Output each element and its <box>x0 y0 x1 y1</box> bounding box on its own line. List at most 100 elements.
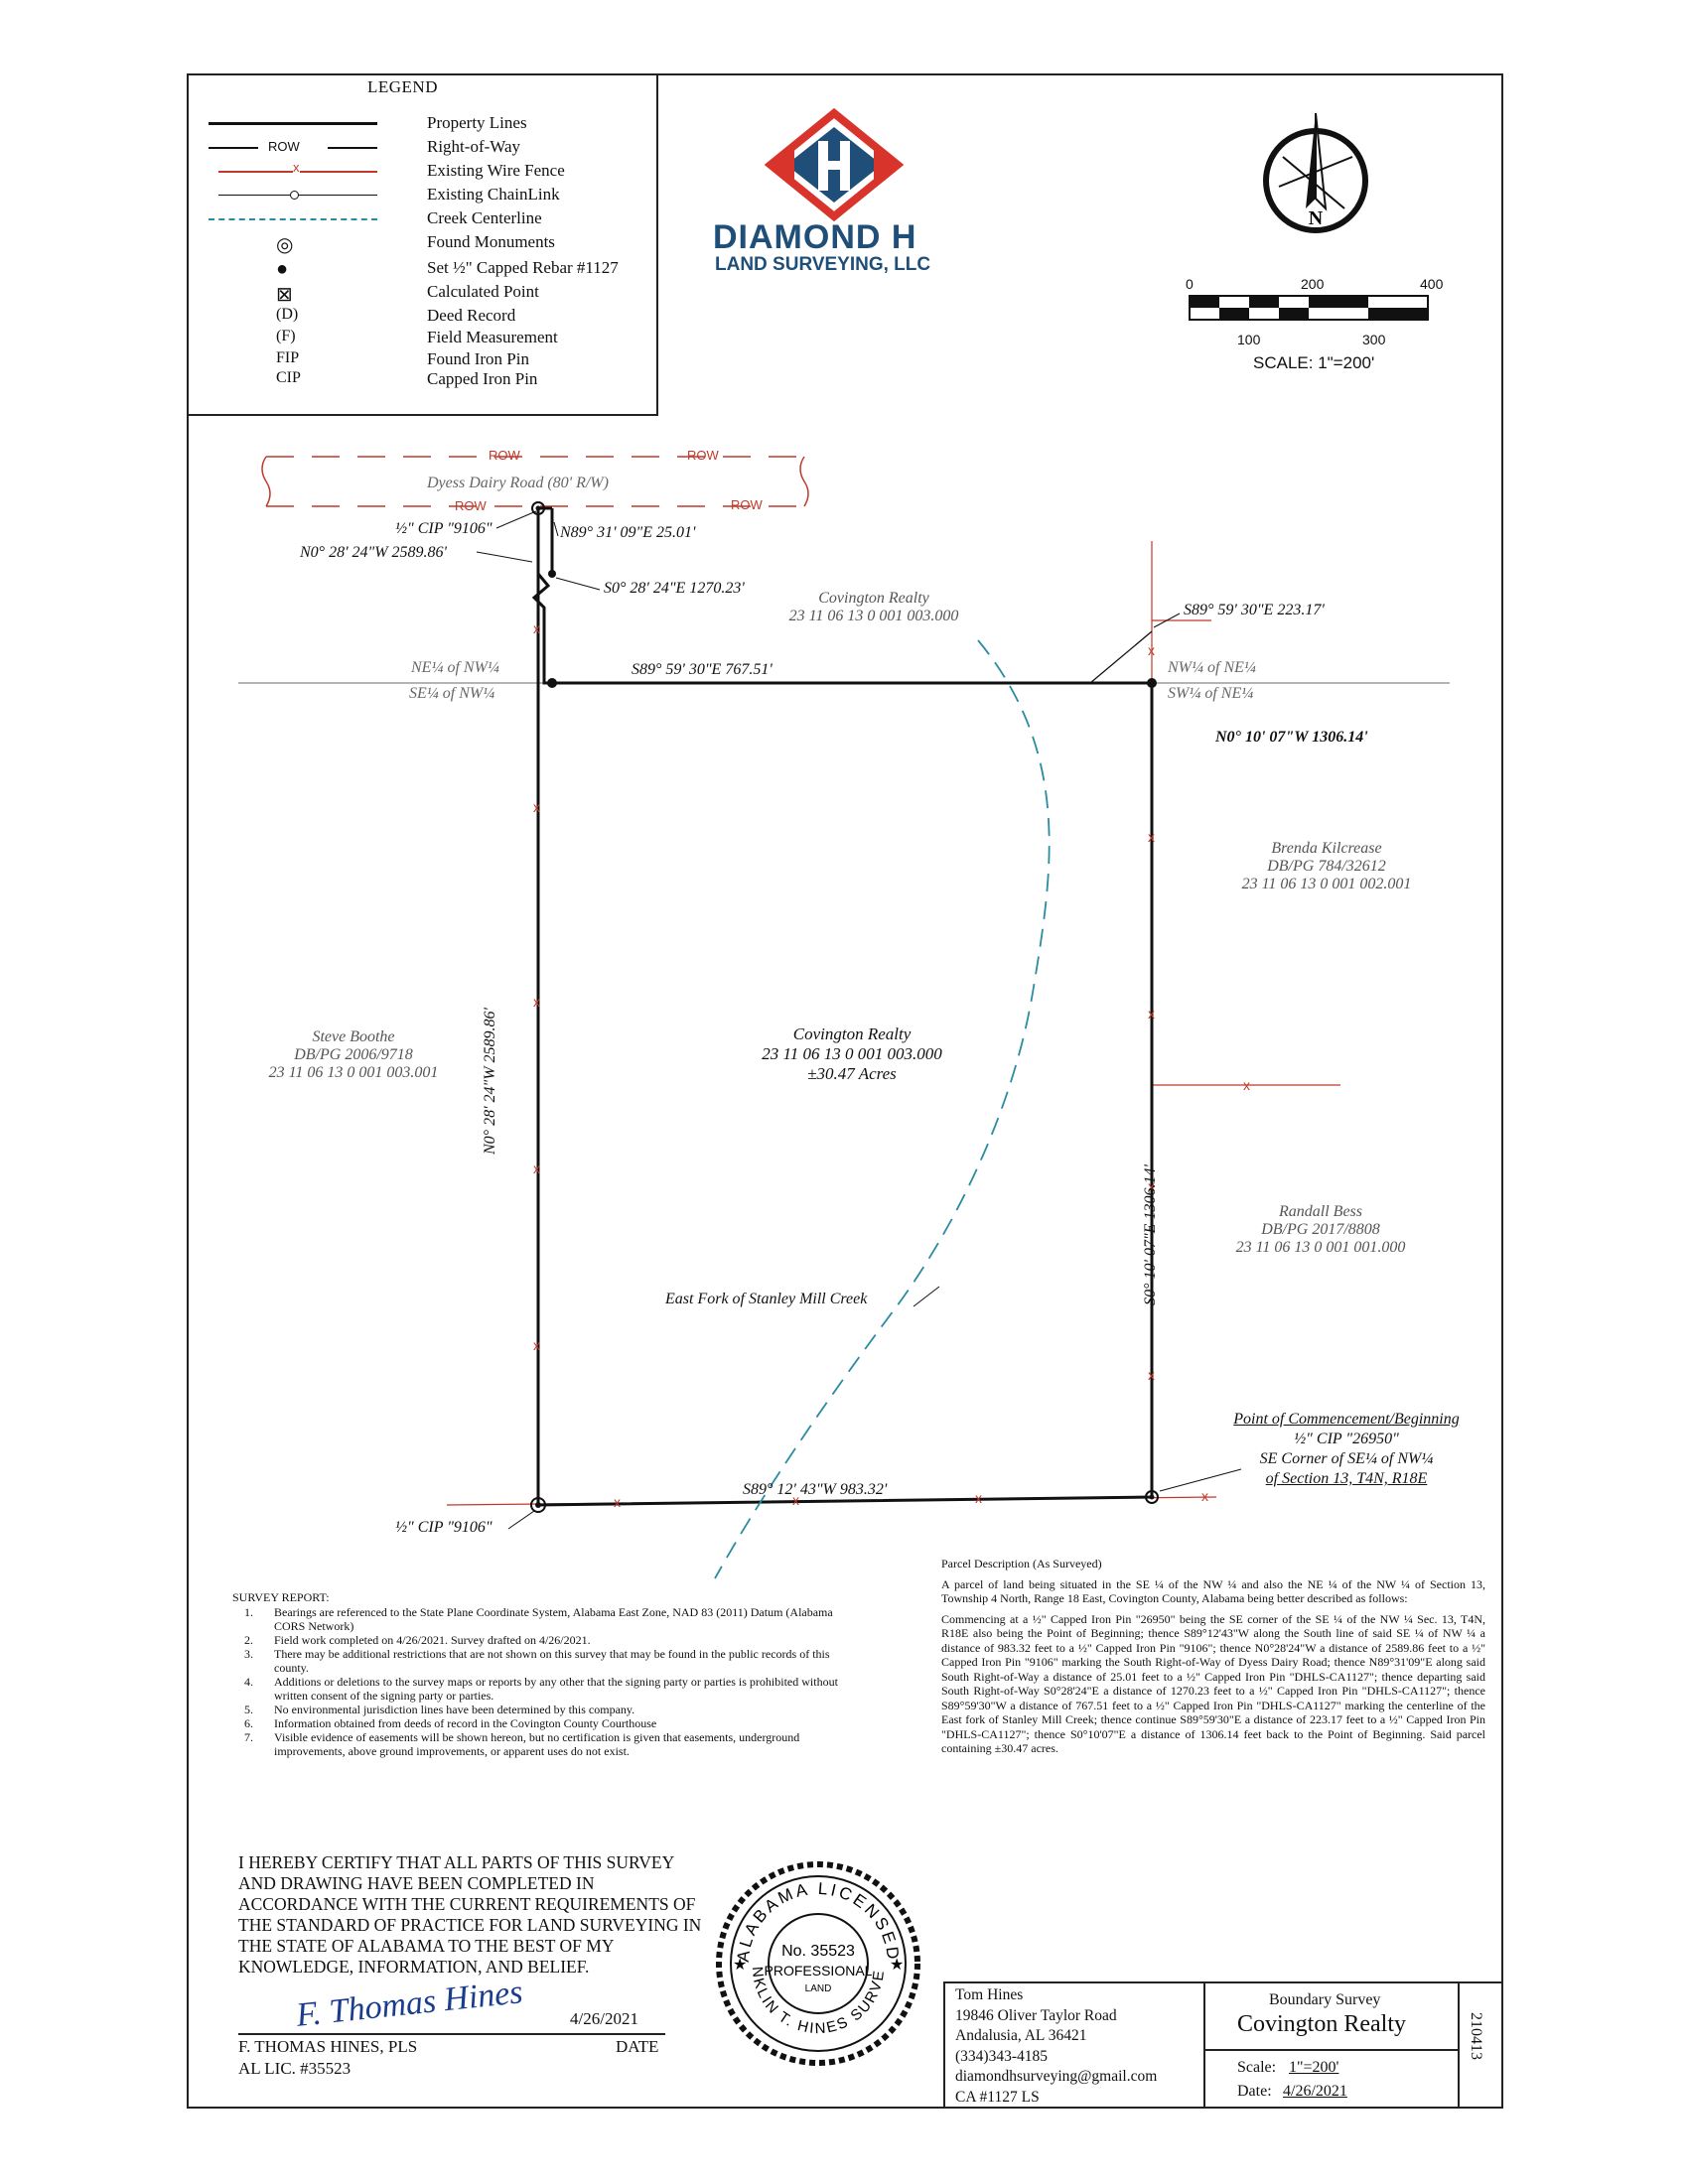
date-field-label: Date: <box>1237 2083 1272 2100</box>
call-row-short: N89° 31' 09"E 25.01' <box>560 524 696 541</box>
date-label: DATE <box>616 2037 659 2056</box>
call-east-side: S0° 10' 07"E 1306.14' <box>1141 1164 1159 1305</box>
svg-text:x: x <box>1201 1488 1208 1504</box>
svg-text:★: ★ <box>733 1957 747 1974</box>
call-east-upper: N0° 10' 07"W 1306.14' <box>1215 729 1368 746</box>
legend-symbol: ⊠ <box>209 280 387 306</box>
contact-phone: (334)343-4185 <box>955 2047 1048 2065</box>
survey-report-item-number: 7. <box>244 1730 253 1744</box>
road-name: Dyess Dairy Road (80' R/W) <box>427 475 609 491</box>
legend-symbol-text: (F) <box>276 328 296 344</box>
legend-label: Found Iron Pin <box>427 349 529 368</box>
survey-report-item-number: 6. <box>244 1716 253 1730</box>
parcel-description-title: Parcel Description (As Surveyed) <box>941 1557 1102 1570</box>
legend-label: Creek Centerline <box>427 208 542 227</box>
company-name: DIAMOND H <box>713 218 917 256</box>
svg-text:★: ★ <box>890 1957 904 1974</box>
legend-label: Calculated Point <box>427 282 539 301</box>
client-name: Covington Realty <box>1237 2011 1406 2037</box>
svg-text:x: x <box>1148 1367 1155 1383</box>
survey-report-item: 6.Information obtained from deeds of rec… <box>232 1716 858 1730</box>
scale-tick-0: 0 <box>1186 276 1194 292</box>
job-number: 210413 <box>1468 2012 1484 2060</box>
legend-item: ◎ Found Monuments <box>189 230 655 256</box>
row-label: ROW <box>731 497 763 512</box>
creek-label: East Fork of Stanley Mill Creek <box>665 1291 868 1307</box>
survey-report-item-text: Field work completed on 4/26/2021. Surve… <box>274 1633 591 1647</box>
svg-text:x: x <box>533 1337 540 1353</box>
legend-item: FIP Found Iron Pin <box>189 347 655 371</box>
north-letter: N <box>1309 207 1324 229</box>
survey-report-item-text: Bearings are referenced to the State Pla… <box>274 1605 833 1633</box>
company-subtitle: LAND SURVEYING, LLC <box>715 254 931 275</box>
survey-type: Boundary Survey <box>1269 1991 1381 2008</box>
survey-report-item-number: 3. <box>244 1647 253 1661</box>
titleblock-left-border <box>943 1981 945 2109</box>
legend-symbol: ROW <box>209 135 387 159</box>
scale-tick-100: 100 <box>1237 332 1261 347</box>
legend-label: Property Lines <box>427 113 527 132</box>
date-field-value: 4/26/2021 <box>1283 2083 1347 2100</box>
legend-item: Property Lines <box>189 111 655 135</box>
call-south-line: S89° 12' 43"W 983.32' <box>743 1481 888 1498</box>
row-label: ROW <box>687 448 719 463</box>
titleblock-divider <box>1203 1981 1205 2109</box>
survey-report-item: 5.No environmental jurisdiction lines ha… <box>232 1703 858 1716</box>
legend-label: Capped Iron Pin <box>427 369 538 388</box>
survey-report-item-text: Visible evidence of easements will be sh… <box>274 1730 800 1758</box>
legend-symbol-text: ROW <box>268 139 300 154</box>
legend-symbol-text: x <box>293 160 300 175</box>
legend-symbol: ◎ <box>209 230 387 256</box>
survey-report-item-number: 5. <box>244 1703 253 1716</box>
svg-text:x: x <box>1148 1178 1155 1194</box>
quarter-label-se-nw: SE¼ of NW¼ <box>409 685 495 702</box>
svg-text:x: x <box>533 799 540 815</box>
seal-line1: PROFESSIONAL <box>765 1963 873 1979</box>
legend-symbol <box>209 111 387 135</box>
seal-number: No. 35523 <box>781 1943 855 1960</box>
parcel-description-p2: Commencing at a ½" Capped Iron Pin "2695… <box>941 1611 1485 1756</box>
legend-item: Existing ChainLink <box>189 183 655 206</box>
pin-bottom-label: ½" CIP "9106" <box>395 1519 492 1536</box>
drawing-frame <box>187 73 1503 2109</box>
call-ne-short: S89° 59' 30"E 223.17' <box>1184 602 1325 618</box>
scale-field-value: 1"=200' <box>1289 2059 1339 2076</box>
titleblock-contact: Tom Hines 19846 Oliver Taylor Road Andal… <box>955 1985 1157 2108</box>
call-west-upper: N0° 28' 24"W 2589.86' <box>300 544 447 561</box>
legend-symbol: ● <box>209 256 387 280</box>
contact-email: diamondhsurveying@gmail.com <box>955 2068 1158 2085</box>
legend-symbol-text: CIP <box>276 369 301 386</box>
quarter-label-sw-ne: SW¼ of NE¼ <box>1168 685 1254 702</box>
scale-field-label: Scale: <box>1237 2059 1277 2076</box>
row-label: ROW <box>489 448 520 463</box>
legend-symbol: CIP <box>209 367 387 391</box>
legend-symbol: (D) <box>209 304 387 328</box>
legend-item: ● Set ½" Capped Rebar #1127 <box>189 256 655 280</box>
point-of-beginning: Point of Commencement/Beginning ½" CIP "… <box>1233 1411 1460 1487</box>
legend-title: LEGEND <box>367 77 438 96</box>
legend-label: Set ½" Capped Rebar #1127 <box>427 258 619 277</box>
legend-label: Right-of-Way <box>427 137 520 156</box>
scale-tick-300: 300 <box>1362 332 1386 347</box>
certification-date: 4/26/2021 <box>570 2009 638 2028</box>
contact-address1: 19846 Oliver Taylor Road <box>955 2006 1117 2024</box>
legend-symbol-text: ◎ <box>276 234 294 256</box>
svg-text:x: x <box>533 994 540 1010</box>
legend-label: Found Monuments <box>427 232 555 251</box>
row-label: ROW <box>455 498 487 513</box>
legend-symbol-text: FIP <box>276 349 300 366</box>
survey-report-item-number: 1. <box>244 1605 253 1619</box>
scale-bar <box>1189 295 1429 321</box>
svg-text:x: x <box>533 620 540 636</box>
company-logo <box>764 107 905 222</box>
legend-label: Deed Record <box>427 306 516 325</box>
legend-symbol-text: ● <box>276 258 289 280</box>
quarter-label-ne-nw: NE¼ of NW¼ <box>411 659 499 676</box>
